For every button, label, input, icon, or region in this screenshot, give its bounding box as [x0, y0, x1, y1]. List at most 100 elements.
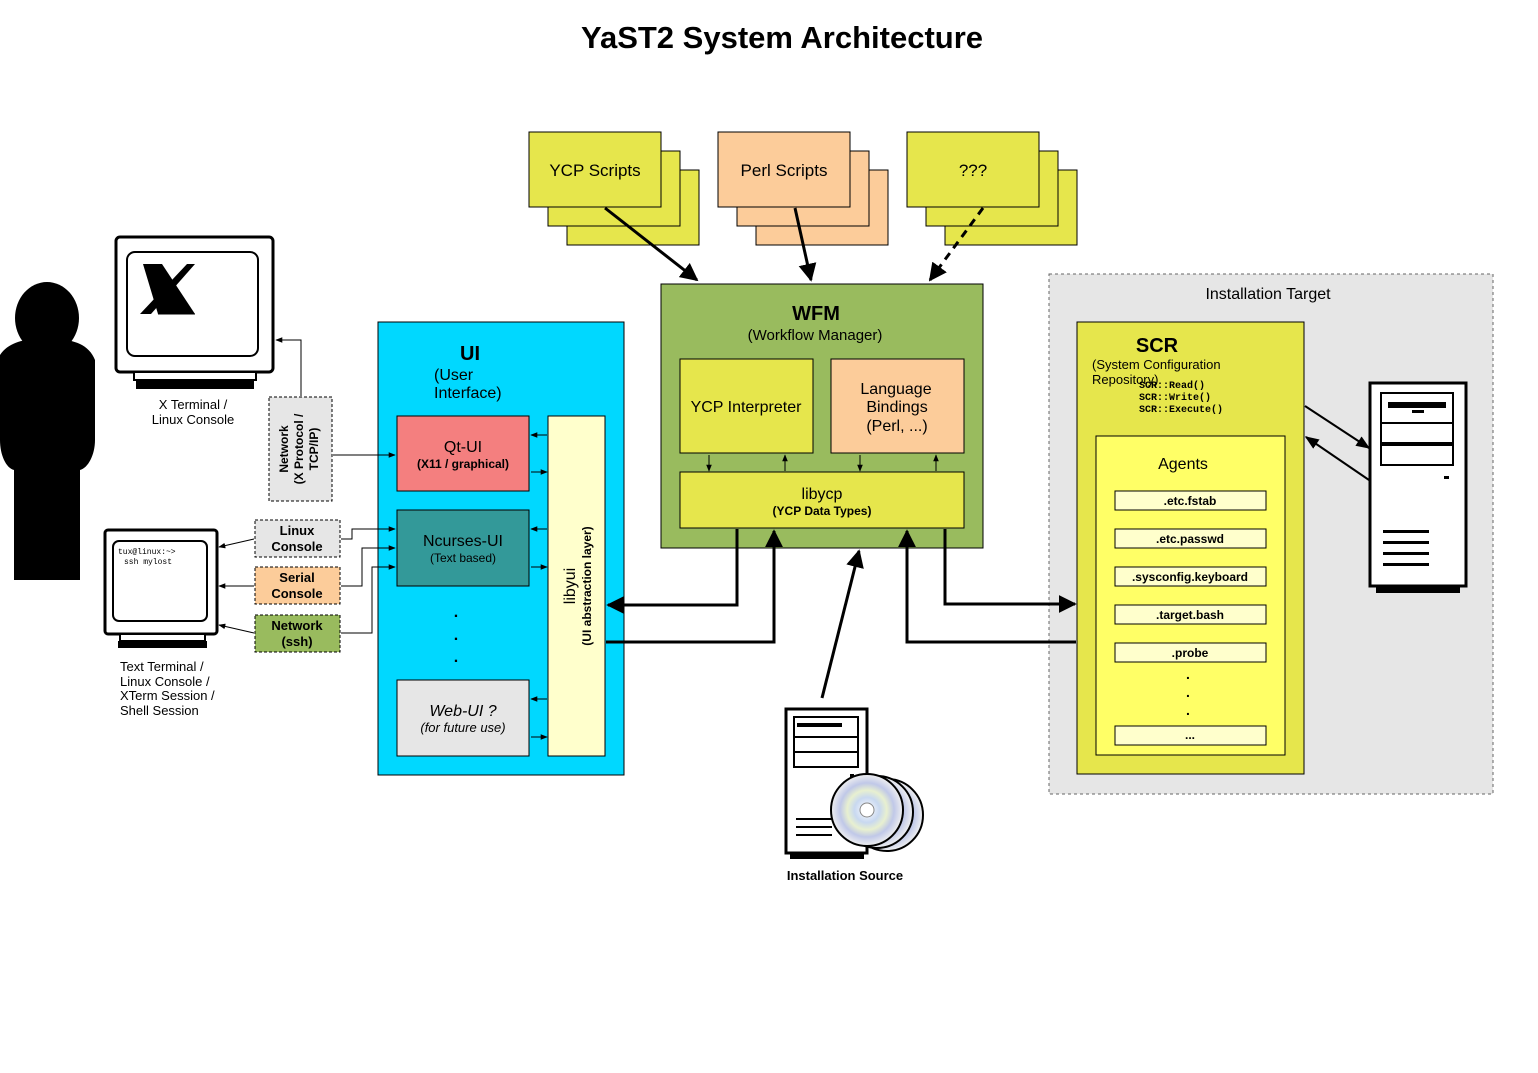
- line-linux-to-ncurses: [341, 526, 396, 540]
- text-terminal-label-2: Linux Console /: [120, 674, 210, 689]
- ui-ellipsis-dot: .: [454, 604, 458, 621]
- libycp-subtitle: (YCP Data Types): [773, 504, 872, 518]
- ui-subtitle-2: Interface): [434, 385, 502, 402]
- ycp-scripts-stack: YCP Scripts: [528, 131, 700, 246]
- text-terminal-monitor-icon: tux@linux:~> ssh mylost: [103, 528, 219, 648]
- arrow-source-to-wfm: [820, 549, 864, 699]
- agent-item: .target.bash: [1114, 604, 1267, 625]
- diagram-title: YaST2 System Architecture: [581, 20, 983, 55]
- libyui-subtitle: (UI abstraction layer): [580, 526, 594, 645]
- libycp-label: libycp: [802, 486, 843, 503]
- network-ssh-label-2: (ssh): [281, 634, 312, 649]
- agent-item-label: .target.bash: [1156, 608, 1224, 622]
- wfm-title: WFM: [792, 303, 840, 325]
- terminal-screen-line-2: ssh mylost: [124, 558, 172, 567]
- linux-console-label-2: Console: [271, 539, 322, 554]
- arrow-scr-to-server: [1304, 405, 1371, 449]
- ycp-scripts-label: YCP Scripts: [549, 161, 640, 180]
- wfm-subtitle: (Workflow Manager): [748, 327, 883, 344]
- ycp-interpreter-box: YCP Interpreter: [679, 358, 814, 454]
- agent-item: .probe: [1114, 642, 1267, 663]
- language-bindings-box: Language Bindings (Perl, ...): [830, 358, 965, 454]
- text-terminal-label-4: Shell Session: [120, 703, 199, 718]
- user-person-icon: [0, 282, 95, 580]
- serial-console-box: Serial Console: [254, 566, 341, 605]
- installation-source-label: Installation Source: [787, 868, 903, 883]
- x-terminal-label-2: Linux Console: [152, 412, 234, 427]
- scr-execute: SCR::Execute(): [1139, 404, 1223, 416]
- libycp-box: libycp (YCP Data Types): [679, 471, 965, 529]
- agent-item-label: .probe: [1172, 646, 1209, 660]
- ncurses-ui-subtitle: (Text based): [430, 551, 496, 565]
- libyui-label: libyui: [562, 568, 579, 604]
- ui-ellipsis-dot: .: [454, 627, 458, 644]
- linux-console-box: Linux Console: [254, 519, 341, 558]
- agent-item: .sysconfig.keyboard: [1114, 566, 1267, 587]
- unknown-scripts-stack: ???: [906, 131, 1078, 246]
- agents-box: Agents: [1095, 435, 1286, 756]
- agents-title: Agents: [1158, 456, 1208, 473]
- arrow-network-to-xterminal: [275, 337, 302, 396]
- target-server-icon: [1368, 381, 1468, 593]
- linux-console-label-1: Linux: [280, 523, 315, 538]
- unknown-scripts-label: ???: [959, 161, 987, 180]
- arrow-perl-to-wfm: [793, 207, 817, 282]
- agents-ellipsis-dot: .: [1186, 666, 1190, 682]
- perl-scripts-label: Perl Scripts: [741, 161, 828, 180]
- language-bindings-line-2: Bindings: [866, 399, 927, 416]
- qt-ui-subtitle: (X11 / graphical): [417, 457, 509, 471]
- agent-item: ...: [1114, 725, 1267, 746]
- arrow-ui-to-wfm: [606, 529, 783, 644]
- network-x-label-2: (X Protocol /: [292, 413, 306, 484]
- network-x-label-3: TCP/IP): [307, 428, 321, 471]
- x-terminal-label-1: X Terminal /: [159, 397, 228, 412]
- network-x-label-1: Network: [277, 425, 291, 473]
- x-terminal-monitor-icon: [114, 235, 275, 389]
- arrow-wfm-to-ui: [606, 529, 739, 614]
- terminal-screen-line-1: tux@linux:~>: [118, 548, 176, 557]
- language-bindings-line-1: Language: [860, 381, 931, 398]
- network-ssh-box: Network (ssh): [254, 614, 341, 653]
- ncurses-ui-label: Ncurses-UI: [423, 533, 503, 550]
- scr-subtitle-2: Repository): [1092, 372, 1158, 387]
- network-x-protocol-box: Network (X Protocol / TCP/IP): [268, 396, 333, 502]
- qt-ui-label: Qt-UI: [444, 439, 482, 456]
- scr-title: SCR: [1136, 335, 1179, 357]
- language-bindings-line-3: (Perl, ...): [866, 418, 927, 435]
- installation-target-title: Installation Target: [1205, 286, 1331, 303]
- scr-write: SCR::Write(): [1139, 392, 1211, 404]
- serial-console-label-2: Console: [271, 586, 322, 601]
- ui-subtitle-1: (User: [434, 367, 474, 384]
- agent-item-label: ...: [1185, 728, 1195, 742]
- agent-item: .etc.fstab: [1114, 490, 1267, 511]
- agent-item: .etc.passwd: [1114, 528, 1267, 549]
- arrow-linux-to-terminal: [218, 538, 255, 549]
- cd-discs-icon: [830, 773, 924, 852]
- serial-console-label-1: Serial: [279, 570, 314, 585]
- line-ssh-to-ncurses: [341, 564, 396, 634]
- ui-title: UI: [460, 343, 480, 365]
- line-serial-to-ncurses: [341, 545, 396, 587]
- ycp-interpreter-label: YCP Interpreter: [691, 399, 803, 416]
- ui-ellipsis-dot: .: [454, 649, 458, 666]
- qt-ui-box: Qt-UI (X11 / graphical): [396, 415, 530, 492]
- agent-list: .etc.fstab .etc.passwd .sysconfig.keyboa…: [1114, 490, 1267, 746]
- arrow-ssh-to-terminal: [218, 623, 255, 634]
- scr-subtitle-1: (System Configuration: [1092, 357, 1221, 372]
- perl-scripts-stack: Perl Scripts: [717, 131, 889, 246]
- web-ui-label: Web-UI ?: [429, 703, 496, 720]
- libyui-box: libyui (UI abstraction layer): [547, 415, 606, 757]
- text-terminal-label-3: XTerm Session /: [120, 688, 215, 703]
- agents-ellipsis-dot: .: [1186, 684, 1190, 700]
- arrow-server-to-scr: [1304, 436, 1370, 481]
- text-terminal-label-1: Text Terminal /: [120, 659, 204, 674]
- ncurses-ui-box: Ncurses-UI (Text based): [396, 509, 530, 587]
- agent-item-label: .etc.fstab: [1164, 494, 1217, 508]
- arrow-scr-to-wfm: [898, 529, 1076, 644]
- agent-item-label: .etc.passwd: [1156, 532, 1224, 546]
- agents-ellipsis-dot: .: [1186, 702, 1190, 718]
- web-ui-subtitle: (for future use): [420, 720, 505, 735]
- scr-read: SCR::Read(): [1139, 380, 1205, 392]
- network-ssh-label-1: Network: [271, 618, 323, 633]
